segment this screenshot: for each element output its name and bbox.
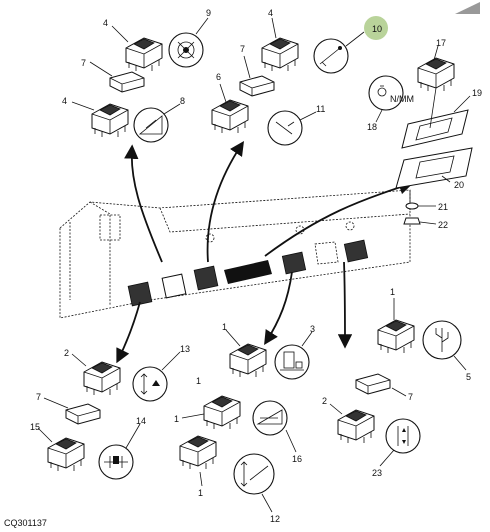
rocker-switch-4c — [261, 37, 299, 72]
callout-23: 23 — [372, 468, 382, 478]
callout-20: 20 — [454, 180, 464, 190]
corner-tab — [455, 2, 480, 14]
rocker-switch-2a — [83, 361, 121, 396]
rocker-switch-1b — [203, 395, 241, 430]
indicator-lamp-7d — [355, 373, 391, 395]
callout-17: 17 — [436, 38, 446, 48]
indicator-lamp-7a — [109, 71, 145, 93]
callout-22: 22 — [438, 220, 448, 230]
assembly-arrows — [116, 141, 414, 364]
rocker-switch-6 — [211, 99, 249, 134]
decal-23-icon — [397, 426, 409, 446]
decal-8-icon — [138, 115, 163, 135]
callout-15: 15 — [30, 422, 40, 432]
callout-5: 5 — [466, 372, 471, 382]
panel-display-slot — [224, 260, 272, 284]
rocker-switch-1a — [229, 343, 267, 378]
rocker-switch-4a — [125, 37, 163, 72]
symbol-decal-10 — [313, 38, 349, 74]
mounting-plate-20 — [395, 147, 473, 189]
panel-switch-slot — [193, 265, 219, 291]
washer-21 — [405, 202, 419, 210]
callout-4: 4 — [62, 96, 67, 106]
rocker-switch-17 — [417, 57, 455, 92]
decal-11-icon — [275, 121, 295, 135]
rocker-switch-2b — [337, 409, 375, 444]
callout-12: 12 — [270, 514, 280, 524]
callout-7: 7 — [36, 392, 41, 402]
callout-4: 4 — [103, 18, 108, 28]
callout-1: 1 — [196, 376, 201, 386]
callout-1: 1 — [174, 414, 179, 424]
callout-highlight — [364, 16, 388, 40]
callout-2: 2 — [322, 396, 327, 406]
callout-21: 21 — [438, 202, 448, 212]
decal-12-icon — [240, 461, 269, 487]
decal-13-icon — [140, 373, 160, 395]
callout-16: 16 — [292, 454, 302, 464]
indicator-lamp-7b — [239, 75, 275, 97]
figure-code: CQ301137 — [4, 518, 47, 528]
bezel-19 — [401, 109, 469, 149]
rocker-switch-1c — [179, 435, 217, 470]
rocker-switch-1d — [377, 319, 415, 354]
callout-4: 4 — [268, 8, 273, 18]
decal-5-icon — [435, 328, 449, 352]
decal-14-icon — [104, 456, 128, 468]
callout-11: 11 — [316, 104, 325, 114]
callout-19: 19 — [472, 88, 482, 98]
decal-10-icon — [319, 46, 342, 67]
callout-1: 1 — [390, 287, 395, 297]
callout-10: 10 — [372, 24, 382, 34]
callout-2: 2 — [64, 348, 69, 358]
callout-9: 9 — [206, 8, 211, 18]
callout-7: 7 — [240, 44, 245, 54]
rocker-switch-4b — [91, 103, 129, 138]
decal-3-icon — [280, 351, 304, 371]
console-panel — [59, 189, 411, 319]
indicator-lamp-7c — [65, 403, 101, 425]
rocker-switch-15 — [47, 437, 85, 472]
callout-7: 7 — [408, 392, 413, 402]
decal-9-icon — [177, 41, 195, 59]
callout-1: 1 — [222, 322, 227, 332]
callout-8: 8 — [180, 96, 185, 106]
panel-switch-slot — [127, 281, 153, 307]
decal-18-text: N/MM — [390, 94, 414, 104]
nut-22 — [403, 217, 421, 225]
callout-3: 3 — [310, 324, 315, 334]
symbol-decal-12 — [233, 453, 275, 495]
callout-14: 14 — [136, 416, 146, 426]
callout-7: 7 — [81, 58, 86, 68]
callout-13: 13 — [180, 344, 190, 354]
symbol-decal-13 — [132, 366, 168, 402]
callout-18: 18 — [367, 122, 377, 132]
callout-numbers: 4 9 4 10 7 7 17 6 4 8 19 11 18 20 21 22 … — [30, 8, 482, 524]
panel-switch-slot — [281, 251, 307, 275]
symbol-decal-23 — [385, 418, 421, 454]
symbol-decal-3 — [274, 344, 310, 380]
decal-18-icon — [377, 85, 387, 97]
callout-1: 1 — [198, 488, 203, 498]
panel-switch-slot — [161, 273, 187, 299]
panel-switch-slot — [343, 239, 369, 263]
decal-16-icon — [256, 409, 283, 425]
symbol-decal-11 — [267, 110, 303, 146]
callout-6: 6 — [216, 72, 221, 82]
